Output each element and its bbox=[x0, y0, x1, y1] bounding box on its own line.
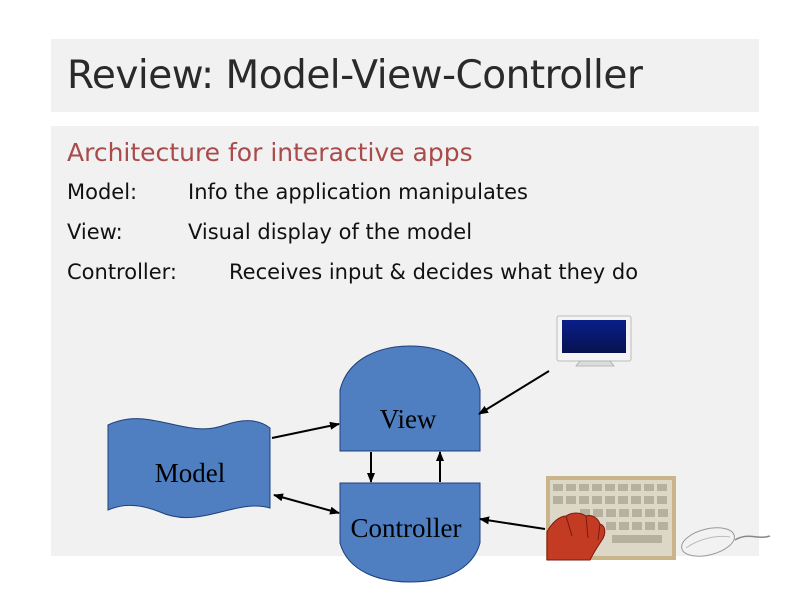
definition-term: Model: bbox=[67, 180, 138, 204]
definition-desc: Visual display of the model bbox=[188, 220, 473, 244]
model-shape bbox=[107, 418, 271, 519]
hand-icon bbox=[546, 512, 606, 561]
title-bar: Review: Model-View-Controller bbox=[51, 39, 759, 112]
slide-title: Review: Model-View-Controller bbox=[67, 53, 643, 98]
mouse-icon bbox=[681, 527, 771, 557]
controller-label: Controller bbox=[351, 513, 462, 543]
arrow-input-controller bbox=[479, 516, 546, 530]
model-label: Model bbox=[155, 458, 226, 488]
view-label: View bbox=[380, 404, 437, 434]
arrow-controller-model bbox=[273, 493, 340, 515]
controller-shape bbox=[339, 482, 481, 583]
definition-term: Controller: bbox=[67, 260, 178, 284]
definition-desc: Info the application manipulates bbox=[188, 180, 528, 204]
subtitle: Architecture for interactive apps bbox=[67, 138, 473, 167]
definition-term: View: bbox=[67, 220, 123, 244]
definition-desc: Receives input & decides what they do bbox=[229, 260, 639, 284]
arrow-view-monitor bbox=[478, 370, 550, 415]
monitor-icon bbox=[556, 315, 632, 367]
view-shape bbox=[339, 345, 481, 452]
arrow-model-to-view bbox=[271, 421, 340, 439]
